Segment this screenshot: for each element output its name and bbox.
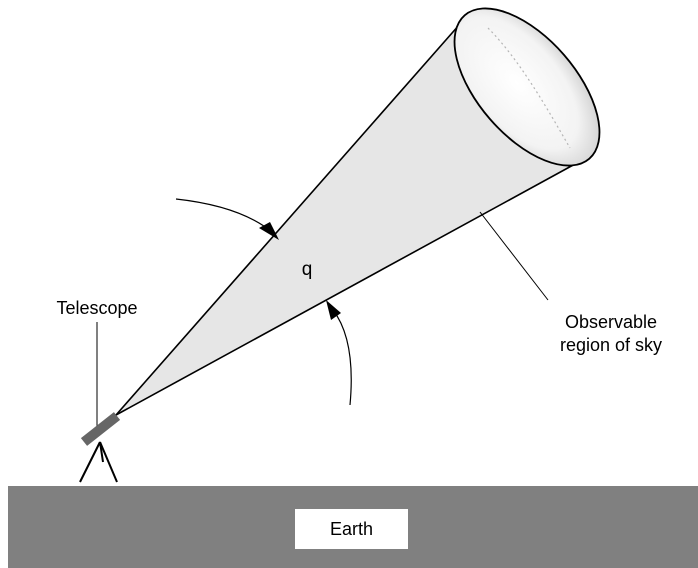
- angle-label: q: [302, 259, 313, 280]
- earth-label: Earth: [330, 519, 373, 539]
- telescope-tripod: [80, 442, 117, 482]
- lower-angle-arrowhead: [326, 300, 341, 320]
- upper-angle-arc: [176, 199, 272, 232]
- telescope-tube: [84, 416, 117, 442]
- observable-label-line2: region of sky: [560, 335, 662, 355]
- lower-angle-arc: [333, 310, 351, 405]
- observable-label-line1: Observable: [565, 312, 657, 332]
- observable-leader-line: [480, 212, 548, 300]
- telescope-label: Telescope: [56, 298, 137, 318]
